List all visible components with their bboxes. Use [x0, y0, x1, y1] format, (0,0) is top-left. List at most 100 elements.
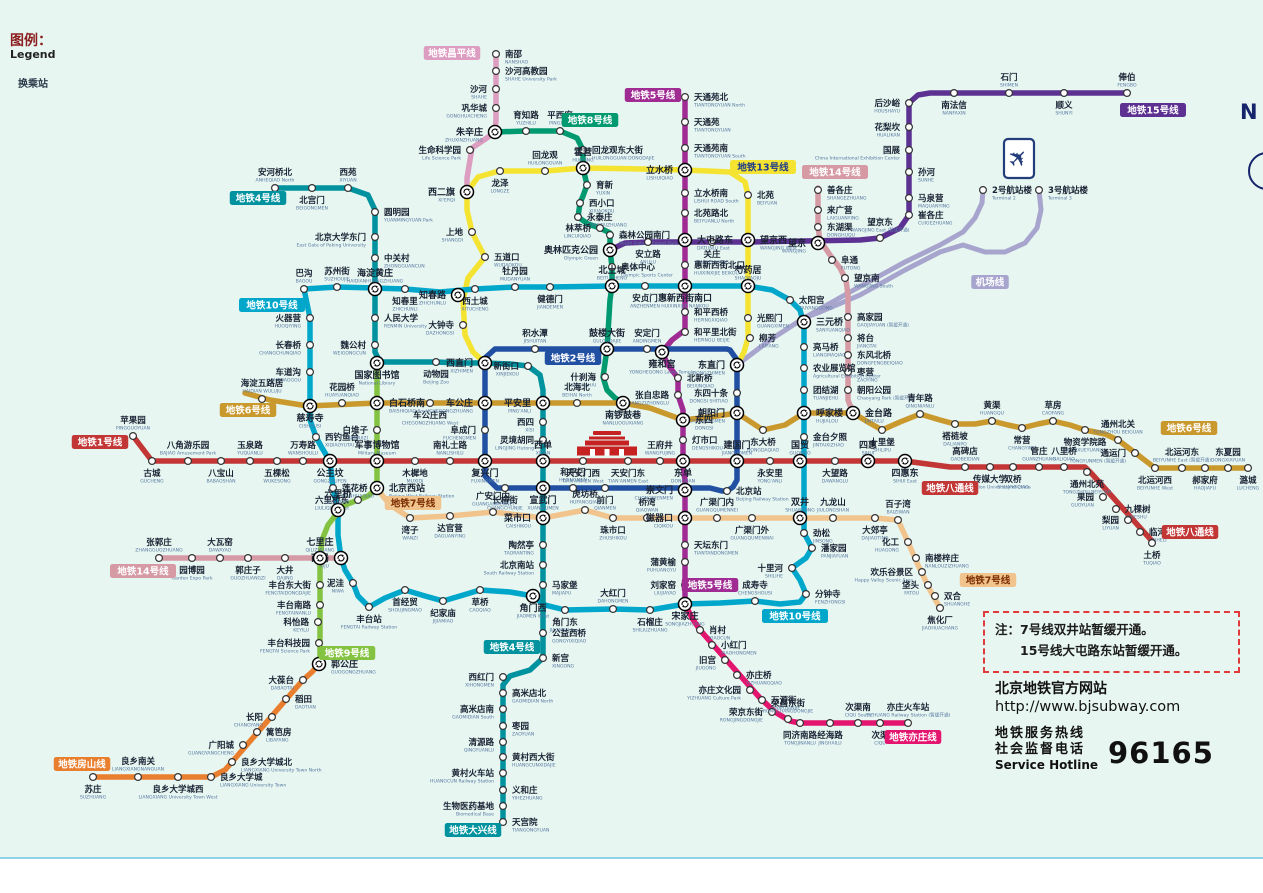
station-label-en: Chaoyang Park (暂缓开通) [857, 395, 915, 402]
station-label-en: CIQU South [845, 713, 871, 719]
station-label: 后沙峪 [874, 98, 900, 109]
station-label: 北京南站 [500, 560, 535, 571]
station-label: 刘家窑 [650, 580, 676, 591]
station-label-en: DONGZHIMEN [693, 371, 725, 377]
station-label: 大屯路东 [697, 234, 733, 246]
station-label: 大郊亭 [862, 525, 888, 536]
station-label-en: NANLISHILU [436, 451, 463, 457]
note-line-2: 15号线大屯路东站暂缓开通。 [1020, 643, 1188, 658]
station-label: 和平门 [560, 467, 586, 478]
station-label-en: BEIXINQIAO [687, 384, 714, 390]
station-label: 青年路 [907, 393, 933, 404]
station-label: 北宫门 [299, 195, 325, 206]
station-label: 平西府 [547, 110, 573, 121]
station-label-en: SHUNYI [1055, 111, 1072, 117]
transfer-station-icon [481, 359, 489, 367]
station-label-en: HUILONGGUAN [528, 161, 563, 167]
svg-text:地铁13号线: 地铁13号线 [737, 162, 789, 174]
station-label: 知春路 [418, 289, 447, 301]
station-label-en: TIANTONGYUAN North [693, 103, 745, 109]
station-label-en: China International Exhibition Center [815, 156, 900, 162]
station-label-en: JINSONG [812, 539, 833, 545]
station-label-en: XI'ERQI [438, 198, 455, 204]
station-label: 北京站 [736, 486, 762, 497]
station-label: 珠市口 [600, 525, 626, 536]
station-label-en: XIZHIMEN [450, 369, 473, 375]
station-label-en: TUANJIEHU [812, 396, 838, 402]
line-batong [902, 458, 1155, 544]
station-label-en: CIQU [874, 741, 886, 747]
station-label-en: Military Museum [358, 451, 396, 457]
transfer-station-icon [679, 416, 687, 424]
station-label-en: ANDINGMEN [633, 339, 662, 345]
station-label: 古城 [143, 468, 161, 479]
station-label-en: FENGBO [1117, 83, 1137, 89]
station-label: 和平里北街 [694, 327, 737, 338]
station-label-en: MAQUANYING [918, 204, 950, 210]
station-label: 广阳城 [208, 740, 234, 751]
station-label: 成寿寺 [742, 580, 768, 591]
station-label: 车道沟 [275, 367, 301, 378]
station-label-en: HEPINGLI BEIJIE [694, 338, 730, 344]
station-label: 巩华城 [461, 103, 487, 114]
station-label-en: JIAOMEN East [548, 628, 580, 634]
station-label-en: NANLOUZIZHUANG [925, 564, 969, 570]
station-label-en: XISI [525, 428, 534, 434]
line-badge: 地铁10号线 [239, 298, 305, 312]
station-label: 花园桥 [329, 382, 355, 393]
line-badge: 地铁八通线 [1161, 525, 1219, 539]
station-label: 纪家庙 [430, 608, 456, 619]
station-label: 草桥 [471, 597, 489, 608]
station-label: 良乡大学城 [220, 772, 263, 783]
station-label: 花梨坎 [874, 122, 900, 133]
station-label: 褡裢坡 [942, 431, 968, 442]
line-badge: 地铁5号线 [624, 88, 682, 102]
station-label-en: TIANTONGYUAN South [693, 154, 746, 160]
station-label-en: DAWANGLU [822, 479, 848, 485]
station-label-en: XIYUAN [339, 178, 356, 184]
legend-panel: 图例： Legend 换乘站 [10, 34, 245, 95]
station-label: 传媒大学 [972, 474, 1008, 485]
transfer-station-icon [334, 506, 342, 514]
station-label-en: ZAOYUAN [512, 732, 534, 738]
station-label-en: HUIXINXIJIE BEIKOU [694, 271, 739, 277]
transfer-station-icon [681, 166, 689, 174]
station-label-en: Life Science Park [422, 156, 461, 162]
station-label-en: HAIDIAN WULUJU [242, 389, 281, 395]
station-label: 南法信 [941, 100, 967, 111]
station-label: 高家园 [857, 312, 883, 323]
